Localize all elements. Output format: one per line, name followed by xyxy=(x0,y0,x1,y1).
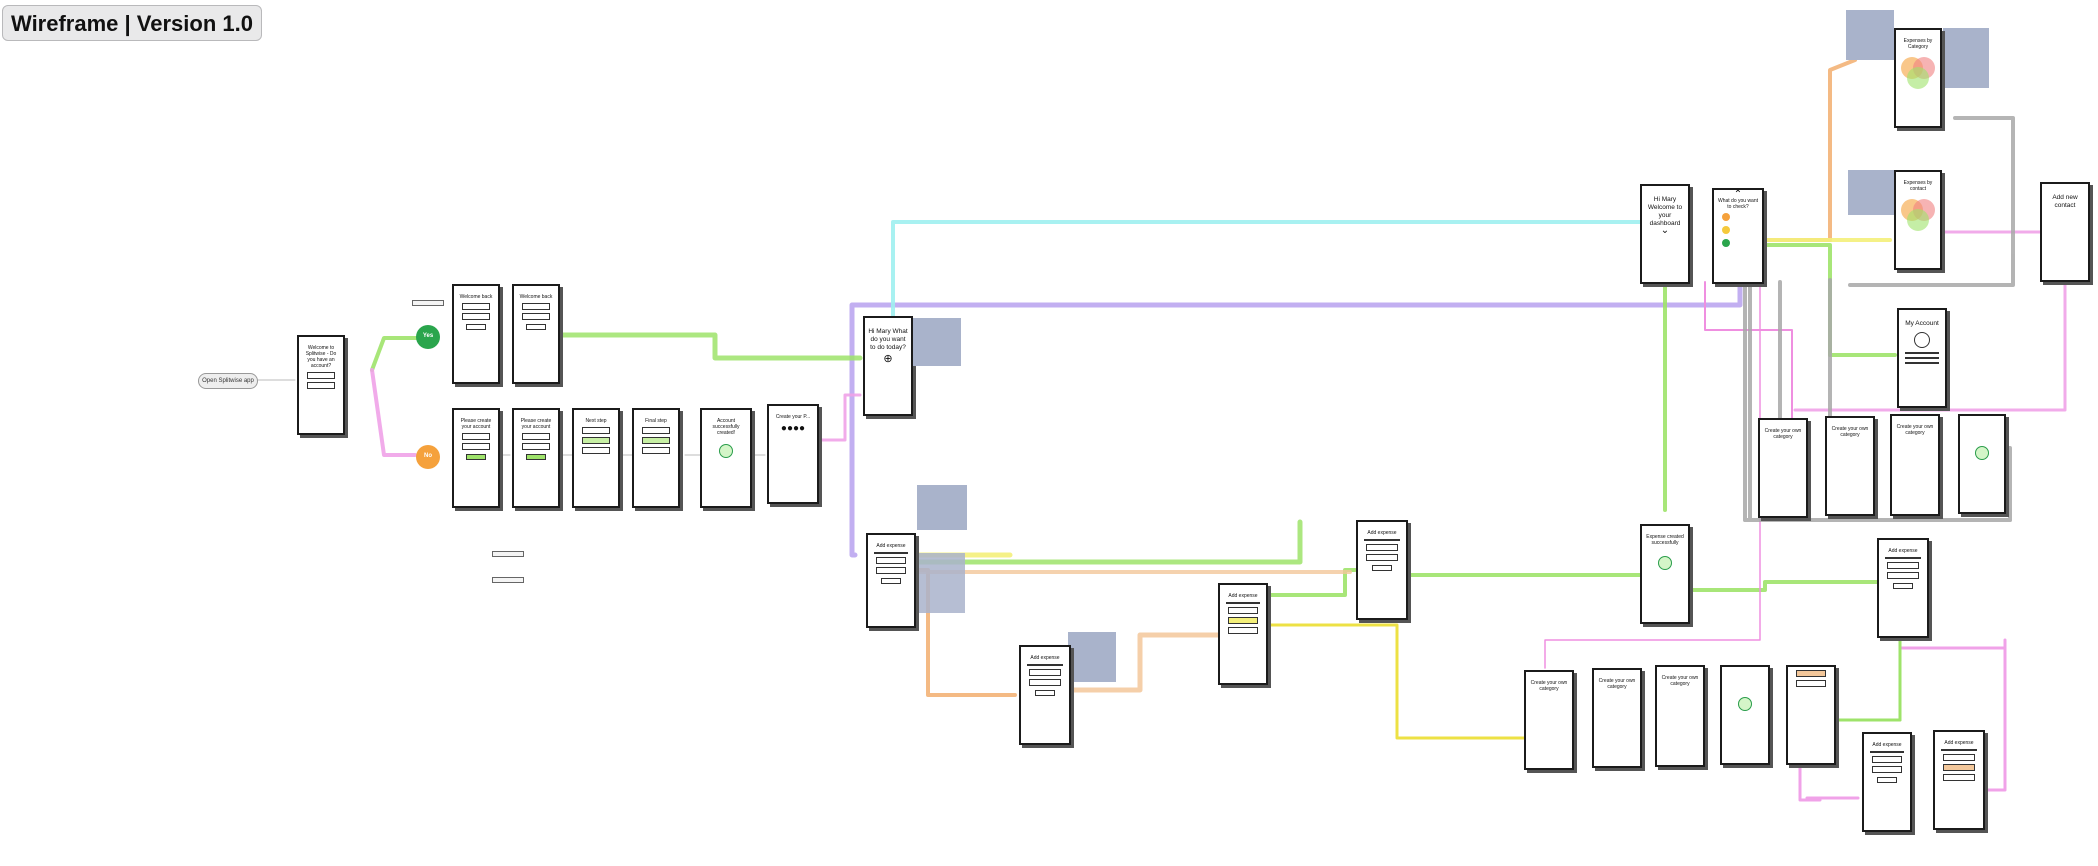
screen-add-expense-1[interactable]: Add expense xyxy=(866,533,916,628)
screen-title: Expenses by contact xyxy=(1903,180,1933,192)
sticky-note xyxy=(1943,28,1989,88)
screen-create-category-6[interactable]: Create your own category xyxy=(1655,665,1705,767)
sticky-note xyxy=(1848,170,1896,215)
screen-create-category-5[interactable]: Create your own category xyxy=(1592,668,1642,768)
success-check-icon xyxy=(1975,446,1989,460)
screen-category-options[interactable] xyxy=(1786,665,1836,765)
screen-add-expense-5[interactable]: Add expense xyxy=(1877,538,1929,638)
screen-title: Welcome to Splitwise - Do you have an ac… xyxy=(305,345,337,369)
screen-title: Create your own category xyxy=(1598,678,1636,690)
screen-create-category-2[interactable]: Create your own category xyxy=(1825,416,1875,516)
sticky-note xyxy=(1846,10,1894,60)
screen-category-created[interactable] xyxy=(1720,665,1770,765)
screen-title: Expense created successfully xyxy=(1646,534,1684,546)
sticky-note xyxy=(913,318,961,366)
screen-title: Welcome back xyxy=(459,294,493,300)
screen-title: Create your own category xyxy=(1831,426,1869,438)
venn-chart-icon xyxy=(1901,199,1935,231)
screen-title: Create your own category xyxy=(1661,675,1699,687)
screen-add-expense-4[interactable]: Add expense xyxy=(1356,520,1408,620)
annotation-box xyxy=(492,551,524,557)
screen-title: Add expense xyxy=(1030,655,1060,661)
diagram-title: Wireframe | Version 1.0 xyxy=(2,5,262,41)
passcode-dots-icon: ●●●● xyxy=(780,423,806,434)
venn-chart-icon xyxy=(1901,57,1935,89)
screen-create-category-1[interactable]: Create your own category xyxy=(1758,418,1808,518)
sticky-note xyxy=(1068,632,1116,682)
screen-signup-b[interactable]: Please create your account xyxy=(512,408,560,508)
screen-expense-success[interactable]: Expense created successfully xyxy=(1640,524,1690,624)
screen-dashboard[interactable]: Hi Mary Welcome to your dashboard ⌄ xyxy=(1640,184,1690,284)
chevron-down-icon[interactable]: ⌄ xyxy=(1660,225,1670,236)
screen-expenses-category[interactable]: Expenses by Category xyxy=(1894,28,1942,128)
screen-title: Add expense xyxy=(1228,593,1258,599)
screen-signup-a[interactable]: Please create your account xyxy=(452,408,500,508)
decision-no-label: No xyxy=(424,453,432,459)
screen-welcome[interactable]: Welcome to Splitwise - Do you have an ac… xyxy=(297,335,345,435)
screen-add-expense-2[interactable]: Add expense xyxy=(1019,645,1071,745)
screen-title: Add expense xyxy=(1888,548,1918,554)
screen-title: Please create your account xyxy=(460,418,492,430)
sticky-note xyxy=(917,553,965,613)
screen-add-expense-3[interactable]: Add expense xyxy=(1218,583,1268,685)
screen-title: Hi Mary What do you want to do today? xyxy=(868,328,908,351)
screen-category-done[interactable] xyxy=(1958,414,2006,514)
annotation-box xyxy=(412,300,444,306)
screen-title: Welcome back xyxy=(519,294,553,300)
screen-title: Add expense xyxy=(1367,530,1397,536)
screen-final-step[interactable]: Final step xyxy=(632,408,680,508)
screen-passcode[interactable]: Create your P... ●●●● xyxy=(767,404,819,504)
add-icon[interactable]: ⊕ xyxy=(883,353,893,365)
screen-account-created[interactable]: Account successfully created! xyxy=(700,408,752,508)
screen-check[interactable]: ⌃ What do you want to check? xyxy=(1712,188,1764,284)
screen-title: Create your own category xyxy=(1764,428,1802,440)
screen-title: Next step xyxy=(585,418,607,424)
success-check-icon xyxy=(1658,556,1672,570)
screen-title: What do you want to check? xyxy=(1717,198,1759,210)
screen-expenses-contact[interactable]: Expenses by contact xyxy=(1894,170,1942,270)
screen-title: Hi Mary Welcome to your dashboard xyxy=(1647,196,1683,227)
screen-title: My Account xyxy=(1905,320,1939,327)
screen-title: Add new contact xyxy=(2052,194,2078,209)
success-check-icon xyxy=(719,444,733,458)
screen-title: Add expense xyxy=(1872,742,1902,748)
screen-add-expense-7[interactable]: Add expense xyxy=(1933,730,1985,830)
screen-title: Account successfully created! xyxy=(712,418,740,436)
screen-title: Add expense xyxy=(876,543,906,549)
sticky-note xyxy=(917,485,967,530)
screen-title: Please create your account xyxy=(520,418,552,430)
screen-title: Create your own category xyxy=(1530,680,1568,692)
screen-hi-mary[interactable]: Hi Mary What do you want to do today? ⊕ xyxy=(863,316,913,416)
screen-title: Create your own category xyxy=(1896,424,1934,436)
screen-add-expense-6[interactable]: Add expense xyxy=(1862,732,1912,832)
decision-yes-label: Yes xyxy=(422,333,434,339)
screen-login-b[interactable]: Welcome back xyxy=(512,284,560,384)
start-node[interactable]: Open Splitwise app xyxy=(198,373,258,389)
screen-title: Add expense xyxy=(1944,740,1974,746)
avatar-icon xyxy=(1914,332,1930,348)
annotation-box xyxy=(492,577,524,583)
screen-title: Expenses by Category xyxy=(1903,38,1933,50)
screen-title: Final step xyxy=(645,418,667,424)
screen-next-step[interactable]: Next step xyxy=(572,408,620,508)
screen-add-contact[interactable]: Add new contact xyxy=(2040,182,2090,282)
screen-my-account[interactable]: My Account xyxy=(1897,308,1947,408)
screen-login-a[interactable]: Welcome back xyxy=(452,284,500,384)
success-check-icon xyxy=(1738,697,1752,711)
screen-create-category-4[interactable]: Create your own category xyxy=(1524,670,1574,770)
chevron-up-icon[interactable]: ⌃ xyxy=(1733,189,1743,200)
screen-title: Create your P... xyxy=(775,414,811,420)
screen-create-category-3[interactable]: Create your own category xyxy=(1890,414,1940,516)
